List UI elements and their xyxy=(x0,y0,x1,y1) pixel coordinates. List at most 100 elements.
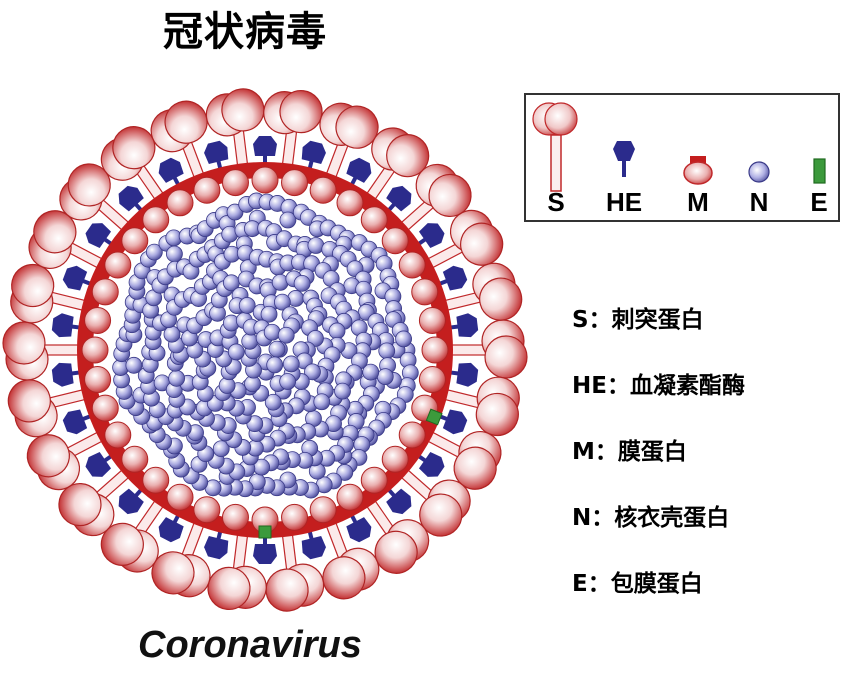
membrane-protein xyxy=(309,496,337,524)
def-sep: ： xyxy=(591,505,615,531)
nucleocapsid-bead xyxy=(277,326,295,344)
nucleocapsid-bead xyxy=(378,342,396,360)
membrane-protein xyxy=(81,336,109,364)
membrane-protein xyxy=(193,496,221,524)
nucleocapsid-bead xyxy=(328,322,346,340)
def-key: N xyxy=(572,505,592,531)
membrane-protein-icon xyxy=(683,156,713,185)
def-label: 刺突蛋白 xyxy=(611,307,704,333)
spike-protein xyxy=(362,494,430,574)
nucleocapsid-bead xyxy=(395,330,412,348)
legend-box: S HE M N E xyxy=(524,93,840,222)
spike-protein xyxy=(100,494,168,573)
spike-protein xyxy=(265,527,325,612)
membrane-protein xyxy=(421,336,449,364)
page-title: 冠状病毒 xyxy=(163,9,327,55)
spike-protein xyxy=(444,319,528,379)
membrane-protein xyxy=(166,483,194,511)
def-label: 核衣壳蛋白 xyxy=(614,505,730,531)
nucleocapsid-bead xyxy=(304,363,321,381)
nucleocapsid-bead xyxy=(227,343,245,361)
nucleocapsid-bead xyxy=(241,332,259,350)
def-sep: ： xyxy=(606,373,630,399)
spike-protein xyxy=(205,88,265,173)
spike-protein xyxy=(322,515,380,600)
legend-label-s: S xyxy=(547,187,565,217)
nucleocapsid-bead xyxy=(263,323,281,341)
definition-s: S：刺突蛋白 xyxy=(572,300,745,366)
definition-e: E：包膜蛋白 xyxy=(572,564,745,630)
def-key: E xyxy=(572,571,588,597)
membrane-protein xyxy=(336,189,364,217)
nucleocapsid-bead xyxy=(168,369,186,387)
membrane-protein xyxy=(336,483,364,511)
spike-protein xyxy=(26,428,109,491)
nucleocapsid-bead xyxy=(307,330,324,347)
nucleocapsid-bead xyxy=(273,293,291,311)
definitions-list: S：刺突蛋白 HE：血凝素酯酶 M：膜蛋白 N：核衣壳蛋白 E：包膜蛋白 xyxy=(572,300,745,630)
membrane-protein xyxy=(84,306,112,334)
spike-icon xyxy=(532,102,578,192)
def-label: 血凝素酯酶 xyxy=(629,373,745,399)
nucleocapsid-bead xyxy=(279,373,297,390)
nucleocapsid-bead xyxy=(336,464,354,481)
nucleocapsid-bead xyxy=(376,368,394,386)
nucleocapsid-bead xyxy=(307,237,325,254)
membrane-protein xyxy=(166,189,194,217)
legend-label-e: E xyxy=(810,187,828,217)
def-key: HE xyxy=(572,373,607,399)
membrane-protein xyxy=(121,227,149,255)
spike-protein xyxy=(421,428,502,490)
spike-protein xyxy=(263,90,323,173)
membrane-protein xyxy=(221,169,249,197)
membrane-protein xyxy=(398,251,426,279)
membrane-protein xyxy=(309,176,337,204)
membrane-protein xyxy=(142,206,170,234)
membrane-protein xyxy=(398,421,426,449)
spike-protein xyxy=(437,262,523,321)
spike-protein xyxy=(395,464,471,537)
envelope-protein xyxy=(258,525,272,539)
def-key: M xyxy=(572,439,595,465)
nucleocapsid-bead xyxy=(238,297,256,314)
def-sep: ： xyxy=(588,307,612,333)
legend-label-m: M xyxy=(687,187,709,217)
nucleocapsid-bead xyxy=(293,274,311,292)
nucleocapsid-bead xyxy=(282,355,300,373)
spike-protein xyxy=(395,163,472,236)
spike-protein xyxy=(10,263,93,324)
membrane-protein xyxy=(251,166,279,194)
envelope-protein-icon xyxy=(813,158,826,184)
nucleocapsid-bead xyxy=(226,203,244,221)
membrane-protein xyxy=(91,278,119,306)
nucleocapsid-bead xyxy=(334,382,351,400)
nucleocapsid-bead xyxy=(264,393,282,411)
definition-m: M：膜蛋白 xyxy=(572,432,745,498)
membrane-protein xyxy=(381,227,409,255)
membrane-protein xyxy=(121,445,149,473)
envelope-protein xyxy=(425,408,443,426)
nucleocapsid-bead xyxy=(313,393,331,411)
membrane-protein xyxy=(84,366,112,394)
membrane-protein xyxy=(281,503,309,531)
nucleocapsid-core xyxy=(112,192,419,499)
spike-protein xyxy=(2,321,86,381)
def-sep: ： xyxy=(594,439,618,465)
membrane-protein xyxy=(360,206,388,234)
membrane-protein xyxy=(221,503,249,531)
def-label: 膜蛋白 xyxy=(617,439,687,465)
viral-envelope xyxy=(77,162,453,539)
legend-label-he: HE xyxy=(605,187,643,217)
spike-protein xyxy=(100,126,168,206)
he-protein-icon xyxy=(613,141,635,177)
def-label: 包膜蛋白 xyxy=(610,571,703,597)
spike-protein xyxy=(59,163,135,236)
membrane-protein xyxy=(91,394,119,422)
nucleocapsid-bead xyxy=(266,356,284,374)
membrane-protein xyxy=(411,278,439,306)
coronavirus-diagram xyxy=(2,88,528,612)
spike-protein xyxy=(319,102,379,185)
membrane-protein xyxy=(281,169,309,197)
membrane-protein xyxy=(360,466,388,494)
spike-protein xyxy=(28,210,109,272)
